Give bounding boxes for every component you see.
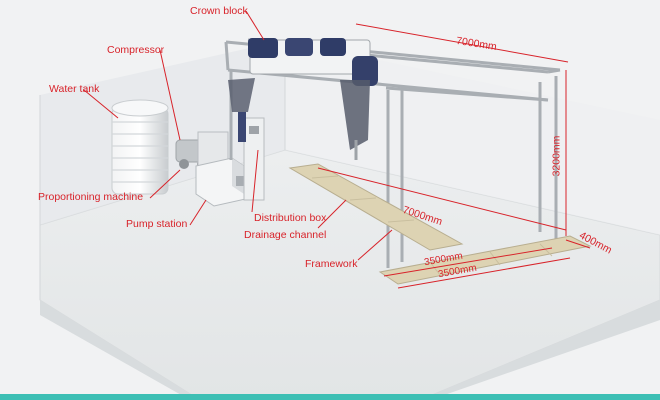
compressor-label: Compressor [107,44,165,56]
water-tank-label: Water tank [49,83,100,95]
drainage-channels [288,163,592,285]
distribution-box-unit [243,117,265,201]
pump-station-unit [195,157,251,207]
crown-block-unit [228,38,378,160]
water-tank [111,99,169,195]
bottom-accent-band [0,394,660,400]
callout-leaders [83,10,393,261]
dimension-height: 3200mm [550,135,563,177]
distribution-box-label: Distribution box [254,212,327,224]
crown-block-label: Crown block [190,5,248,17]
glass-room [39,40,660,400]
pump-station-label: Pump station [126,218,188,230]
dimension-lines [317,23,591,289]
framework-label: Framework [305,258,358,270]
drainage-channel-label: Drainage channel [244,229,327,241]
proportioning-machine-label: Proportioning machine [38,191,144,203]
